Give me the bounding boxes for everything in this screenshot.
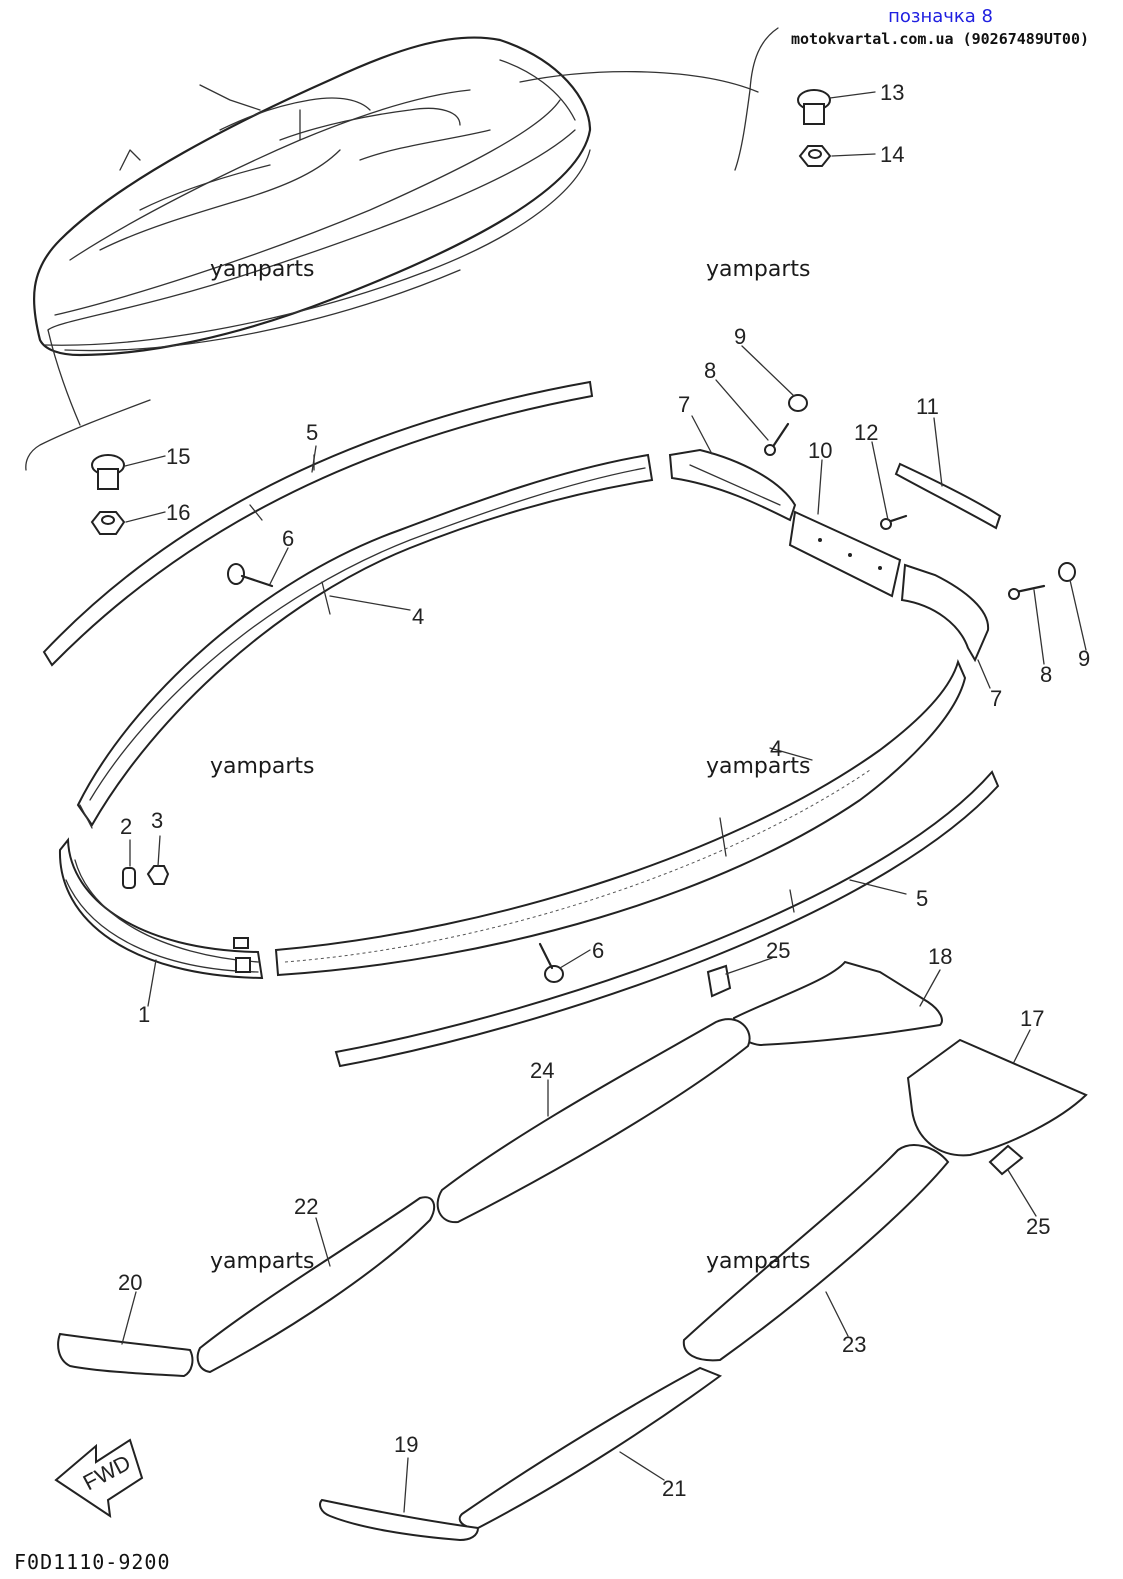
- part-7-lower-corner: [900, 563, 990, 663]
- callout-1: 1: [138, 1002, 150, 1027]
- part-9-cap-lower: [1058, 562, 1076, 582]
- callout-8: 8: [1040, 662, 1052, 687]
- part-19-mat: [319, 1498, 480, 1542]
- callout-24: 24: [530, 1058, 554, 1083]
- leader-lower: [47, 329, 81, 426]
- callout-6: 6: [282, 526, 294, 551]
- part-13-collar: [797, 89, 831, 125]
- part-22-mat: [196, 1196, 436, 1374]
- callout-18: 18: [928, 944, 952, 969]
- leader-lines: [121, 345, 1087, 1513]
- callout-7: 7: [678, 392, 690, 417]
- watermark: yamparts: [210, 257, 315, 282]
- bracket-upper: [734, 27, 779, 171]
- part-16-nut: [90, 511, 126, 535]
- watermark: yamparts: [706, 257, 811, 282]
- bracket-lower: [25, 399, 151, 471]
- part-14-nut: [798, 145, 832, 167]
- callout-25: 25: [1026, 1214, 1050, 1239]
- callout-9: 9: [734, 324, 746, 349]
- header-site: motokvartal.com.ua (90267489UT00): [790, 30, 1089, 48]
- callout-9: 9: [1078, 646, 1090, 671]
- callout-14: 14: [880, 142, 904, 167]
- callout-7: 7: [990, 686, 1002, 711]
- part-10-pad: [788, 510, 902, 598]
- part-8-rivet-upper: [764, 422, 790, 456]
- callout-4: 4: [412, 604, 424, 629]
- part-6-bolt-upper: [227, 563, 274, 588]
- part-25-pad-upper: [706, 964, 732, 998]
- callout-16: 16: [166, 500, 190, 525]
- callout-23: 23: [842, 1332, 866, 1357]
- callout-6: 6: [592, 938, 604, 963]
- callout-20: 20: [118, 1270, 142, 1295]
- watercraft-illustration: [32, 36, 592, 357]
- part-4-upper-rail: [76, 453, 654, 829]
- callout-13: 13: [880, 80, 904, 105]
- diagram-code: F0D1110-9200: [14, 1550, 171, 1574]
- callout-17: 17: [1020, 1006, 1044, 1031]
- watermark: yamparts: [706, 1249, 811, 1274]
- callout-5: 5: [306, 420, 318, 445]
- callout-25: 25: [766, 938, 790, 963]
- callout-19: 19: [394, 1432, 418, 1457]
- part-6-bolt-lower: [538, 942, 564, 983]
- part-1-front-bumper: [58, 837, 264, 980]
- watermark: yamparts: [210, 754, 315, 779]
- watermark: yamparts: [210, 1249, 315, 1274]
- callout-21: 21: [662, 1476, 686, 1501]
- callout-3: 3: [151, 808, 163, 833]
- part-15-collar: [91, 454, 125, 490]
- part-24-mat: [436, 1018, 751, 1224]
- callout-15: 15: [166, 444, 190, 469]
- part-12-rivet: [880, 514, 908, 530]
- fwd-arrow-icon: FWD: [54, 1438, 144, 1519]
- header-badge: позначка 8: [888, 6, 993, 27]
- callout-22: 22: [294, 1194, 318, 1219]
- callout-4: 4: [770, 736, 782, 761]
- part-20-mat: [57, 1332, 194, 1378]
- part-7-upper-corner: [668, 448, 797, 522]
- leader-upper: [519, 71, 759, 93]
- part-5-lower-strip: [334, 770, 1000, 1068]
- callout-5: 5: [916, 886, 928, 911]
- part-11-strip: [894, 462, 1002, 530]
- callout-8: 8: [704, 358, 716, 383]
- callout-2: 2: [120, 814, 132, 839]
- part-18-mat: [732, 960, 943, 1047]
- callout-11: 11: [916, 394, 939, 419]
- part-9-cap-upper: [788, 394, 808, 412]
- watermark: yamparts: [706, 754, 811, 779]
- part-25-pad-lower: [988, 1144, 1024, 1176]
- part-2-clip: [122, 867, 136, 889]
- part-3-nut: [146, 865, 170, 885]
- part-21-mat: [458, 1366, 723, 1530]
- part-17-mat: [906, 1038, 1088, 1157]
- part-23-mat: [682, 1144, 950, 1362]
- part-8-rivet-lower: [1008, 584, 1046, 600]
- callout-12: 12: [854, 420, 878, 445]
- part-4-lower-rail: [274, 659, 967, 977]
- callout-10: 10: [808, 438, 832, 463]
